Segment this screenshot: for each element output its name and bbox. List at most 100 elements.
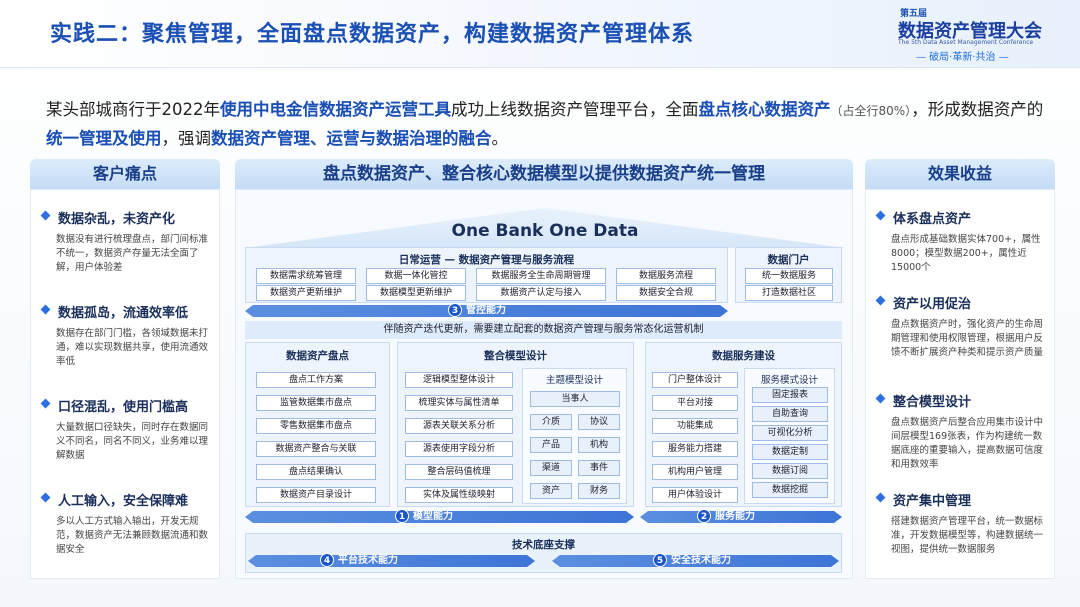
logo-badge: 第五届	[900, 9, 928, 19]
benefit-title: 体系盘点资产	[875, 208, 1050, 227]
pain-item: 人工输入，安全保障难 多以人工方式输入输出，开发无规范，数据资产无法兼顾数据流通…	[40, 490, 215, 557]
logo-slogan: — 破局·革新·共治 —	[916, 52, 1009, 63]
service-cell: 服务能力搭建	[652, 441, 738, 457]
benefit-title-text: 整合模型设计	[893, 395, 972, 410]
intro-highlight: 数据资产管理、运营与数据治理的融合	[211, 129, 492, 148]
pain-desc: 多以人工方式输入输出，开发无规范，数据资产无法兼顾数据流通和数据安全	[56, 516, 209, 555]
service-capability-band	[640, 511, 842, 523]
topic-cell: 产品	[530, 437, 572, 453]
pain-points-header: 客户痛点	[30, 159, 220, 189]
service-mode-cell: 可视化分析	[752, 425, 828, 441]
ops-cell: 数据安全合规	[616, 285, 716, 301]
header-band	[0, 0, 1080, 68]
pain-title: 数据孤岛，流通效率低	[40, 302, 215, 321]
number-badge: 5	[653, 553, 667, 567]
inventory-cell: 监管数据集市盘点	[256, 395, 376, 411]
service-cell: 平台对接	[652, 395, 738, 411]
intro-text: ，强调	[161, 129, 212, 148]
operations-title: 日常运营 — 数据资产管理与服务流程	[398, 254, 575, 266]
pain-desc: 数据没有进行梳理盘点，部门间标准不统一，数据资产存量无法全面了解，用户体验差	[56, 234, 209, 273]
intro-paragraph: 某头部城商行于2022年使用中电金信数据资产运营工具成功上线数据资产管理平台，全…	[46, 96, 1046, 153]
model-cell: 逻辑模型整体设计	[405, 372, 513, 388]
diamond-bullet-icon	[875, 295, 886, 306]
number-badge: 4	[320, 553, 334, 567]
benefit-item: 资产以用促治 盘点数据资产时，强化资产的生命周期管理和使用权限管理，根据用户反馈…	[875, 293, 1050, 360]
intro-highlight: 统一管理及使用	[46, 129, 162, 148]
pain-title-text: 口径混乱，使用门槛高	[58, 400, 189, 415]
intro-text: ，形成数据资产的	[911, 100, 1044, 119]
topic-cell: 事件	[578, 460, 620, 476]
portal-title: 数据门户	[767, 254, 810, 266]
benefit-title: 整合模型设计	[875, 391, 1050, 410]
band-label-text: 模型能力	[413, 511, 453, 522]
pain-points-panel	[30, 189, 220, 579]
platform-tech-band	[248, 555, 535, 567]
benefit-item: 整合模型设计 盘点数据资产后整合应用集市设计中间层模型169张表，作为构建统一数…	[875, 391, 1050, 472]
diamond-bullet-icon	[875, 393, 886, 404]
ops-cell: 数据模型更新维护	[366, 285, 466, 301]
service-mode-title: 服务模式设计	[760, 375, 818, 386]
conference-logo: 第五届 数据资产管理大会 The 5th Data Asset Manageme…	[890, 6, 1070, 64]
benefits-panel	[865, 189, 1055, 579]
benefits-header: 效果收益	[865, 159, 1055, 189]
benefit-desc: 盘点形成基础数据实体700+，属性8000；模型数据200+，属性近15000个	[891, 234, 1041, 273]
intro-text: 某头部城商行于2022年	[46, 100, 220, 119]
band-label-text: 管控能力	[466, 305, 506, 316]
ops-cell: 数据需求统筹管理	[256, 268, 356, 284]
portal-cell: 统一数据服务	[745, 268, 833, 284]
pain-item: 数据孤岛，流通效率低 数据存在部门门槛，各领域数据未打通，难以实现数据共享，使用…	[40, 302, 215, 369]
service-mode-cell: 数据挖掘	[752, 482, 828, 498]
topic-cell: 渠道	[530, 460, 572, 476]
pain-item: 口径混乱，使用门槛高 大量数据口径缺失，同时存在数据同义不同名，同名不同义，业务…	[40, 396, 215, 463]
ops-cell: 数据服务流程	[616, 268, 716, 284]
model-title: 整合模型设计	[484, 350, 547, 362]
topic-cell: 协议	[578, 414, 620, 430]
service-cell: 用户体验设计	[652, 487, 738, 503]
diamond-bullet-icon	[40, 492, 51, 503]
service-cell: 功能集成	[652, 418, 738, 434]
operations-banner: 伴随资产迭代更新，需要建立配套的数据资产管理与服务常态化运营机制	[245, 321, 842, 339]
model-cell: 源表使用字段分析	[405, 441, 513, 457]
model-cell: 梳理实体与属性清单	[405, 395, 513, 411]
security-tech-band	[552, 555, 839, 567]
pain-title: 数据杂乱，未资产化	[40, 208, 215, 227]
portal-cell: 打造数据社区	[745, 285, 833, 301]
benefit-desc: 搭建数据资产管理平台，统一数据标准，开发数据模型等，构建数据统一视图，提供统一数…	[891, 516, 1044, 555]
intro-text: 成功上线数据资产管理平台，全面	[451, 100, 699, 119]
band-label-text: 平台技术能力	[338, 555, 398, 566]
model-cell: 实体及属性级映射	[405, 487, 513, 503]
inventory-cell: 盘点工作方案	[256, 372, 376, 388]
service-cell: 机构用户管理	[652, 464, 738, 480]
benefit-desc: 盘点数据资产时，强化资产的生命周期管理和使用权限管理，根据用户反馈不断扩展资产种…	[891, 319, 1044, 358]
page-title: 实践二：聚焦管理，全面盘点数据资产，构建数据资产管理体系	[50, 22, 695, 47]
band-label-text: 安全技术能力	[671, 555, 731, 566]
benefit-desc: 盘点数据资产后整合应用集市设计中间层模型169张表，作为构建统一数据底座的重要输…	[891, 417, 1044, 470]
pain-title: 人工输入，安全保障难	[40, 490, 215, 509]
pain-item: 数据杂乱，未资产化 数据没有进行梳理盘点，部门间标准不统一，数据资产存量无法全面…	[40, 208, 215, 275]
diamond-bullet-icon	[875, 492, 886, 503]
intro-highlight: 使用中电金信数据资产运营工具	[220, 100, 451, 119]
pain-title: 口径混乱，使用门槛高	[40, 396, 215, 415]
logo-main-text: 数据资产管理大会	[898, 21, 1042, 42]
benefit-title: 资产以用促治	[875, 293, 1050, 312]
benefit-title: 资产集中管理	[875, 490, 1050, 509]
number-badge: 3	[448, 303, 462, 317]
platform-tech-label: 4 平台技术能力	[320, 553, 398, 569]
control-capability-band	[245, 305, 728, 317]
topic-model-title: 主题模型设计	[545, 375, 603, 386]
ops-cell: 数据一体化管控	[366, 268, 466, 284]
diamond-bullet-icon	[40, 210, 51, 221]
service-mode-cell: 自助查询	[752, 406, 828, 422]
topic-model-panel: 主题模型设计	[522, 368, 627, 504]
logo-english-text: The 5th Data Asset Management Conference	[898, 39, 1034, 46]
benefit-title-text: 资产以用促治	[893, 297, 972, 312]
band-label-text: 服务能力	[715, 511, 755, 522]
intro-text: 。	[491, 129, 509, 148]
topic-cell: 资产	[530, 483, 572, 499]
topic-cell: 财务	[578, 483, 620, 499]
model-cell: 整合层码值梳理	[405, 464, 513, 480]
pain-title-text: 数据孤岛，流通效率低	[58, 306, 189, 321]
topic-main-cell: 当事人	[530, 391, 620, 407]
